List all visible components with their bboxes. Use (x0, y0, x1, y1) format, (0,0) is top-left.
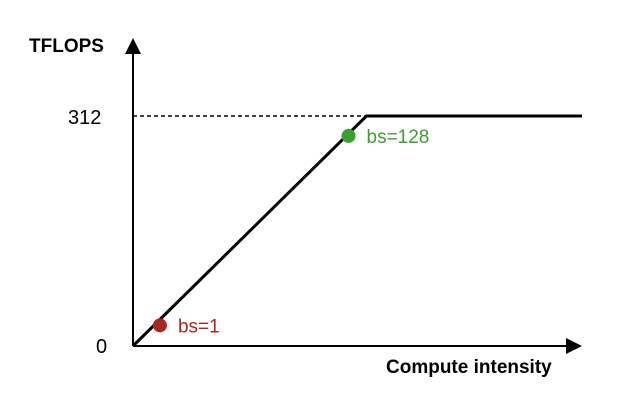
chart-marks: bs=1 bs=128 (131, 114, 582, 348)
point-bs1 (152, 318, 167, 333)
point-label-bs1: bs=1 (178, 316, 220, 337)
x-axis-label: Compute intensity (386, 357, 552, 378)
y-axis-label: TFLOPS (29, 36, 104, 57)
y-tick-label-312: 312 (68, 107, 101, 129)
y-tick-label-0: 0 (96, 336, 107, 358)
point-bs128 (341, 128, 356, 143)
roofline-series-line (131, 114, 582, 348)
point-label-bs128: bs=128 (367, 127, 430, 148)
